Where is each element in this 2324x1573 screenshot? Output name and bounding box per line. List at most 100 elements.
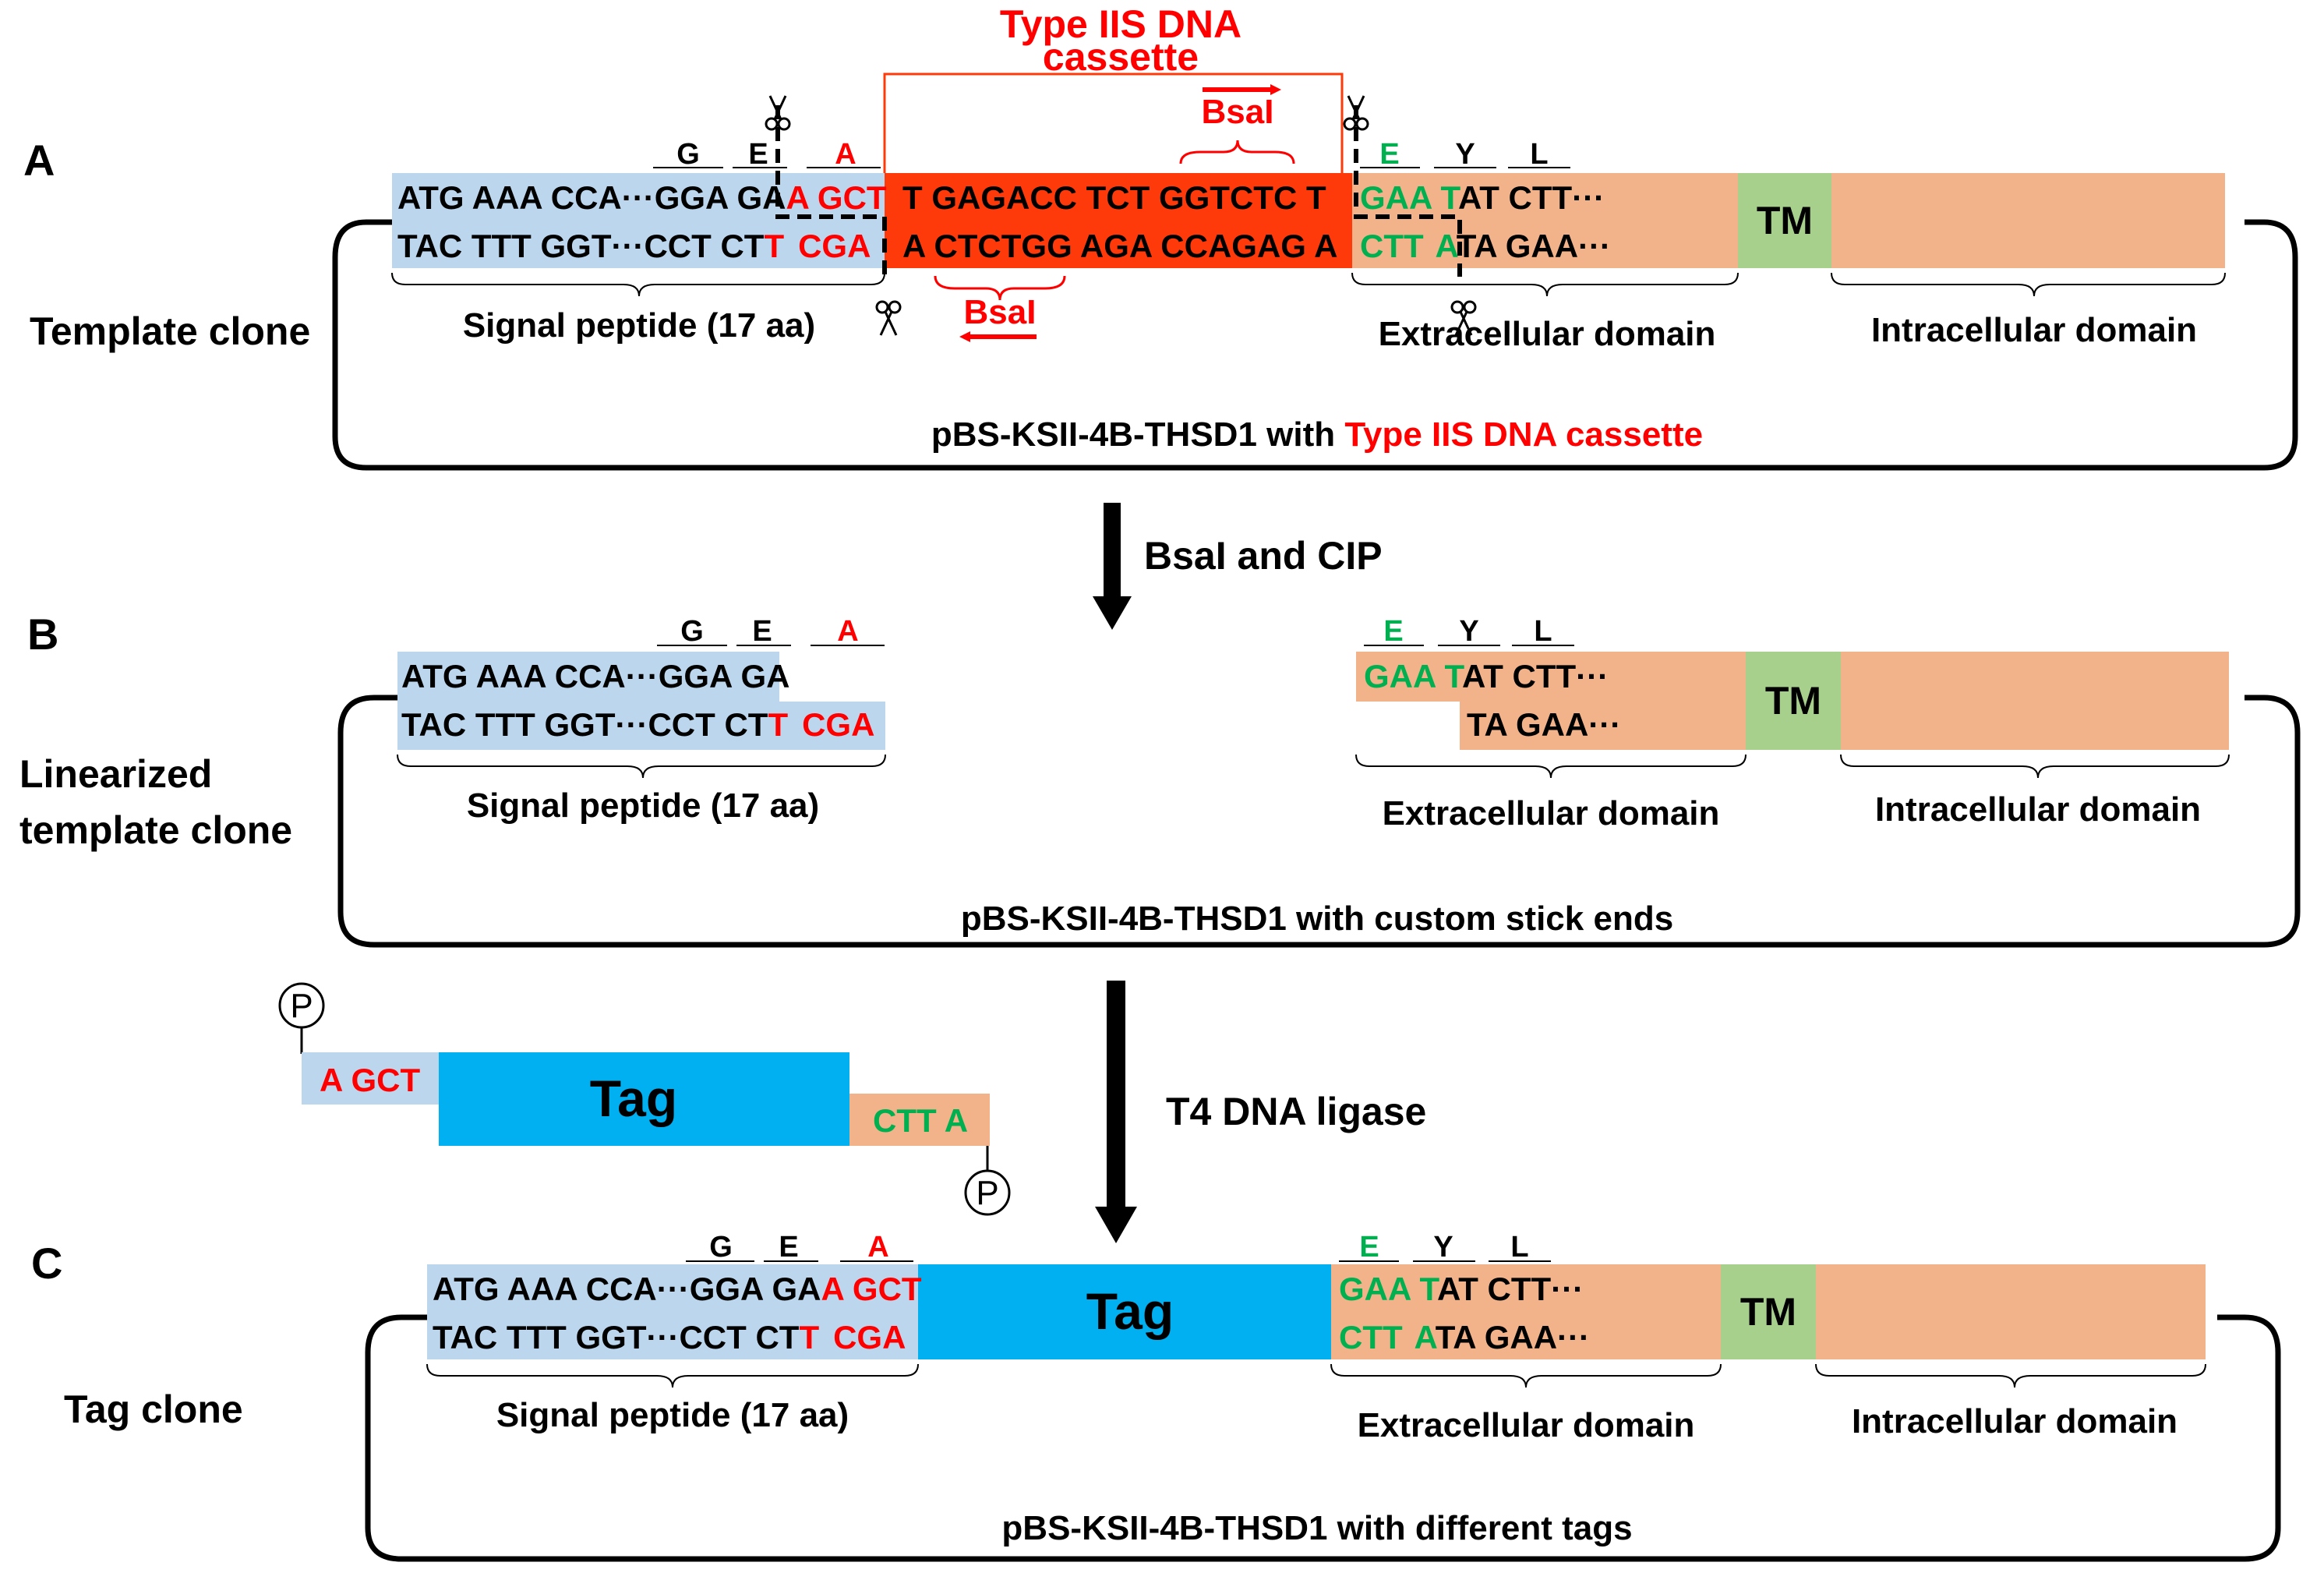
panel-a: A Template clone Type IIS DNA cassette B… xyxy=(23,2,2298,471)
signal-bottom-strand-b xyxy=(397,702,885,750)
plasmid-label-a: pBS-KSII-4B-THSD1 with Type IIS DNA cass… xyxy=(931,415,1703,454)
intracellular-label-b: Intracellular domain xyxy=(1875,790,2201,829)
phosphate-label-left: P xyxy=(290,987,313,1025)
insert-right-overhang xyxy=(849,1094,990,1146)
cut-line-left xyxy=(775,105,887,277)
aa-left-2-c: E xyxy=(779,1231,798,1264)
aa-right-2-b: Y xyxy=(1459,615,1478,648)
step1-label: BsaI and CIP xyxy=(1144,534,1383,578)
panel-b: B Linearized template clone G E A E Y L … xyxy=(19,610,2301,948)
panel-c: C Tag clone G E A E Y L ATG AAA CCA···GG… xyxy=(31,1231,2281,1562)
tag-block-insert xyxy=(439,1052,849,1146)
brace-signal-a xyxy=(391,272,885,297)
insert-right-seq: CTT A xyxy=(873,1102,968,1139)
tag-block-c xyxy=(918,1264,1331,1359)
intracellular-label-a: Intracellular domain xyxy=(1871,311,2197,349)
phosphate-label-right: P xyxy=(976,1174,998,1212)
extracellular-label-b: Extracellular domain xyxy=(1383,794,1720,832)
bsai-brace-bottom xyxy=(934,275,1066,301)
cassette-title-2: cassette xyxy=(1043,35,1199,79)
extracellular-block-c xyxy=(1331,1264,1721,1359)
plasmid-outline-b xyxy=(337,695,2301,948)
plasmid-label-c: pBS-KSII-4B-THSD1 with different tags xyxy=(1001,1509,1632,1547)
panel-b-letter: B xyxy=(27,610,58,659)
extracellular-block-a xyxy=(1352,173,1738,268)
tm-block-b xyxy=(1746,652,1841,750)
aa-right-1-a: E xyxy=(1379,138,1399,171)
bsai-label-bottom: BsaI xyxy=(964,293,1037,331)
seq-top-left-c: ATG AAA CCA···GGA GAA GCT xyxy=(433,1271,922,1307)
extracellular-label-a: Extracellular domain xyxy=(1379,315,1716,353)
brace-signal-b xyxy=(397,754,886,779)
seq-cassette-bottom: A CTCTGG AGA CCAGAG A xyxy=(902,228,1337,264)
scissors-icon-top-left xyxy=(765,94,791,131)
aa-left-2-b: E xyxy=(752,615,772,648)
signal-peptide-label-c: Signal peptide (17 aa) xyxy=(496,1396,849,1434)
tag-label-insert: Tag xyxy=(590,1069,677,1127)
brace-extra-c xyxy=(1330,1363,1722,1388)
signal-peptide-label-b: Signal peptide (17 aa) xyxy=(467,786,819,825)
cassette-bracket xyxy=(883,72,1344,173)
panel-c-side-label: Tag clone xyxy=(64,1387,243,1431)
seq-top-right-a: GAA TAT CTT··· xyxy=(1360,179,1605,216)
insert-left-overhang xyxy=(302,1052,439,1105)
scissors-icon-top-right xyxy=(1343,94,1369,131)
tag-insert: P A GCT Tag CTT A P xyxy=(278,982,1011,1216)
signal-peptide-block-a xyxy=(392,173,885,268)
panel-a-side-label: Template clone xyxy=(30,309,310,353)
aa-right-1-c: E xyxy=(1359,1231,1379,1264)
step2-arrow-head xyxy=(1095,1207,1137,1243)
aa-right-3-a: L xyxy=(1530,138,1548,171)
phosphate-icon-right xyxy=(964,1169,1011,1216)
tm-label-c: TM xyxy=(1740,1290,1796,1334)
tm-block-a xyxy=(1738,173,1831,268)
brace-extra-b xyxy=(1355,754,1747,779)
signal-top-strand-b xyxy=(397,652,779,702)
aa-left-3-c: A xyxy=(867,1231,888,1264)
type-iis-cassette-block xyxy=(885,173,1352,268)
step1-arrow-shaft xyxy=(1104,503,1121,596)
seq-top-left-a: ATG AAA CCA···GGA GAA GCT xyxy=(397,179,887,216)
brace-intra-b xyxy=(1840,754,2230,779)
plasmid-label-b: pBS-KSII-4B-THSD1 with custom stick ends xyxy=(961,900,1673,938)
seq-cassette-top: T GAGACC TCT GGTCTC T xyxy=(902,179,1326,216)
extra-bottom-strand-b xyxy=(1460,702,1746,750)
plasmid-outline-a xyxy=(332,219,2298,471)
aa-right-3-c: L xyxy=(1510,1231,1528,1264)
brace-signal-c xyxy=(426,1363,919,1388)
tm-block-c xyxy=(1721,1264,1816,1359)
step2-label: T4 DNA ligase xyxy=(1166,1090,1426,1133)
step1-arrow-head xyxy=(1093,596,1132,630)
brace-intra-a xyxy=(1831,272,2226,297)
aa-right-2-a: Y xyxy=(1455,138,1475,171)
panel-b-side-label-2: template clone xyxy=(19,808,292,852)
bsai-brace-top xyxy=(1179,140,1295,164)
aa-left-1-a: G xyxy=(676,138,700,171)
aa-left-3-a: A xyxy=(835,138,856,171)
aa-left-2-a: E xyxy=(748,138,768,171)
aa-right-1-b: E xyxy=(1383,615,1403,648)
step2-arrow-shaft xyxy=(1107,981,1125,1207)
extra-top-strand-b xyxy=(1356,652,1746,702)
panel-b-side-label-1: Linearized xyxy=(19,752,212,796)
aa-right-3-b: L xyxy=(1534,615,1552,648)
brace-extra-a xyxy=(1351,272,1739,297)
panel-c-letter: C xyxy=(31,1239,62,1288)
insert-left-seq: A GCT xyxy=(320,1062,420,1098)
aa-left-1-b: G xyxy=(680,615,704,648)
signal-peptide-label-a: Signal peptide (17 aa) xyxy=(463,306,815,345)
intracellular-block-b xyxy=(1841,652,2229,750)
seq-top-right-c: GAA TAT CTT··· xyxy=(1339,1271,1584,1307)
extracellular-label-c: Extracellular domain xyxy=(1358,1406,1695,1444)
scissors-icon-bottom-left xyxy=(875,300,902,337)
tm-label-b: TM xyxy=(1765,679,1821,723)
bsai-label-top: BsaI xyxy=(1202,93,1274,131)
bsai-arrowhead-top xyxy=(1270,84,1281,95)
tag-label-c: Tag xyxy=(1086,1282,1174,1340)
